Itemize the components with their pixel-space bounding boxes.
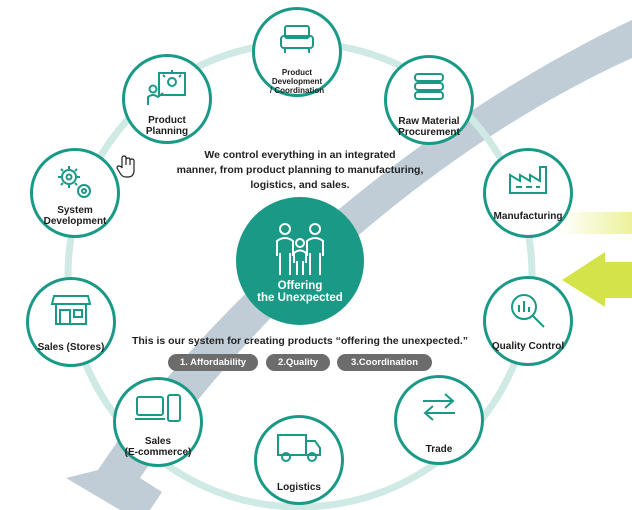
truck-icon: [277, 434, 321, 462]
node-quality-control: Quality Control: [483, 276, 573, 366]
node-trade: Trade: [394, 375, 484, 465]
node-product-development: Product Development / Coordination: [252, 7, 342, 97]
node-system-development: System Development: [30, 148, 120, 238]
node-label: Manufacturing: [493, 211, 563, 222]
factory-icon: [509, 166, 547, 194]
node-label: Product Development / Coordination: [269, 68, 325, 95]
node-raw-material: Raw Material Procurement: [384, 55, 474, 145]
system-text: This is our system for creating products…: [131, 335, 469, 347]
devices-icon: [135, 394, 181, 422]
center-label: Offering the Unexpected: [257, 280, 343, 304]
center-circle: Offering the Unexpected: [236, 197, 364, 325]
gears-icon: [58, 166, 91, 198]
pillar-quality: 2.Quality: [266, 354, 330, 371]
node-label: Product Planning: [145, 115, 189, 137]
node-label: Sales (Stores): [37, 342, 105, 353]
node-logistics: Logistics: [254, 415, 344, 505]
intro-text: We control everything in an integrated m…: [176, 149, 424, 191]
node-sales-ecommerce: Sales (E-commerce): [113, 377, 203, 467]
node-product-planning: Product Planning: [122, 54, 212, 144]
node-manufacturing: Manufacturing: [483, 148, 573, 238]
node-label: Quality Control: [491, 341, 565, 352]
pillar-affordability: 1. Affordability: [168, 354, 258, 371]
fabric-roll-icon: [414, 73, 444, 100]
node-label: Trade: [425, 444, 453, 455]
node-sales-stores: Sales (Stores): [26, 277, 116, 367]
sofa-icon: [280, 25, 314, 53]
presenter-idea-icon: [147, 70, 186, 105]
hand-cursor-icon: [116, 155, 135, 178]
exchange-arrows-icon: [423, 393, 455, 421]
node-label: System Development: [43, 205, 107, 227]
node-label: Logistics: [277, 482, 321, 493]
node-label: Raw Material Procurement: [398, 116, 460, 138]
node-label: Sales (E-commerce): [124, 436, 192, 458]
pillar-coordination: 3.Coordination: [337, 354, 432, 371]
magnifier-chart-icon: [511, 294, 545, 328]
storefront-icon: [50, 295, 92, 325]
family-icon: [276, 223, 324, 275]
